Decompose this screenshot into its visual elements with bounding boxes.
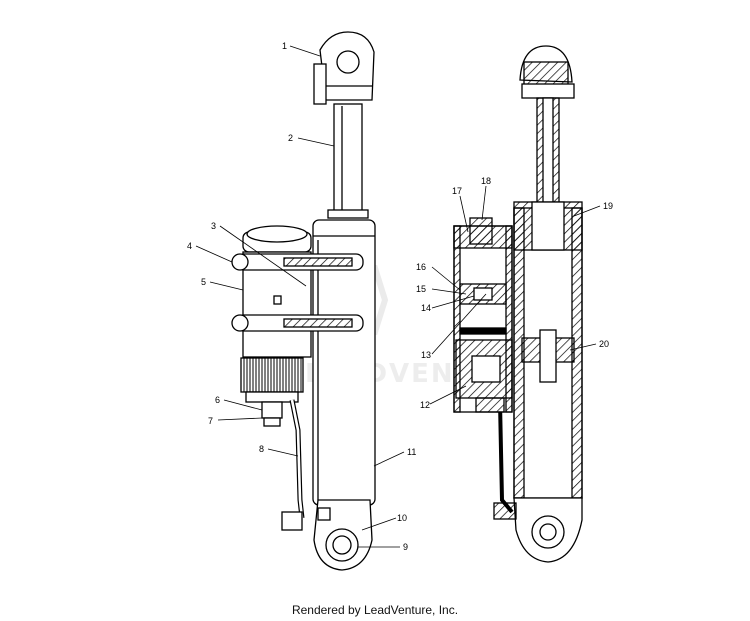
callout-12: 12 [420,400,430,410]
shock-external-view [231,31,376,571]
callout-15: 15 [416,284,426,294]
callout-3: 3 [211,221,216,231]
callout-11: 11 [407,447,416,457]
callout-5: 5 [201,277,206,287]
callout-18: 18 [481,176,491,186]
callout-20: 20 [599,339,609,349]
callout-2: 2 [288,133,293,143]
callout-4: 4 [187,241,192,251]
callout-14: 14 [421,303,431,313]
leader-lines [195,45,601,548]
footer-credit: Rendered by LeadVenture, Inc. [291,603,459,617]
callout-7: 7 [208,416,213,426]
callout-16: 16 [416,262,426,272]
callout-6: 6 [215,395,220,405]
callout-10: 10 [397,513,407,523]
callout-9: 9 [403,542,408,552]
shock-section-view [453,45,583,563]
callout-8: 8 [259,444,264,454]
callout-labels: 1 2 3 4 5 6 7 8 9 10 11 12 13 14 15 16 1… [187,41,613,552]
callout-19: 19 [603,201,613,211]
callout-17: 17 [452,186,462,196]
callout-1: 1 [282,41,287,51]
callout-13: 13 [421,350,431,360]
